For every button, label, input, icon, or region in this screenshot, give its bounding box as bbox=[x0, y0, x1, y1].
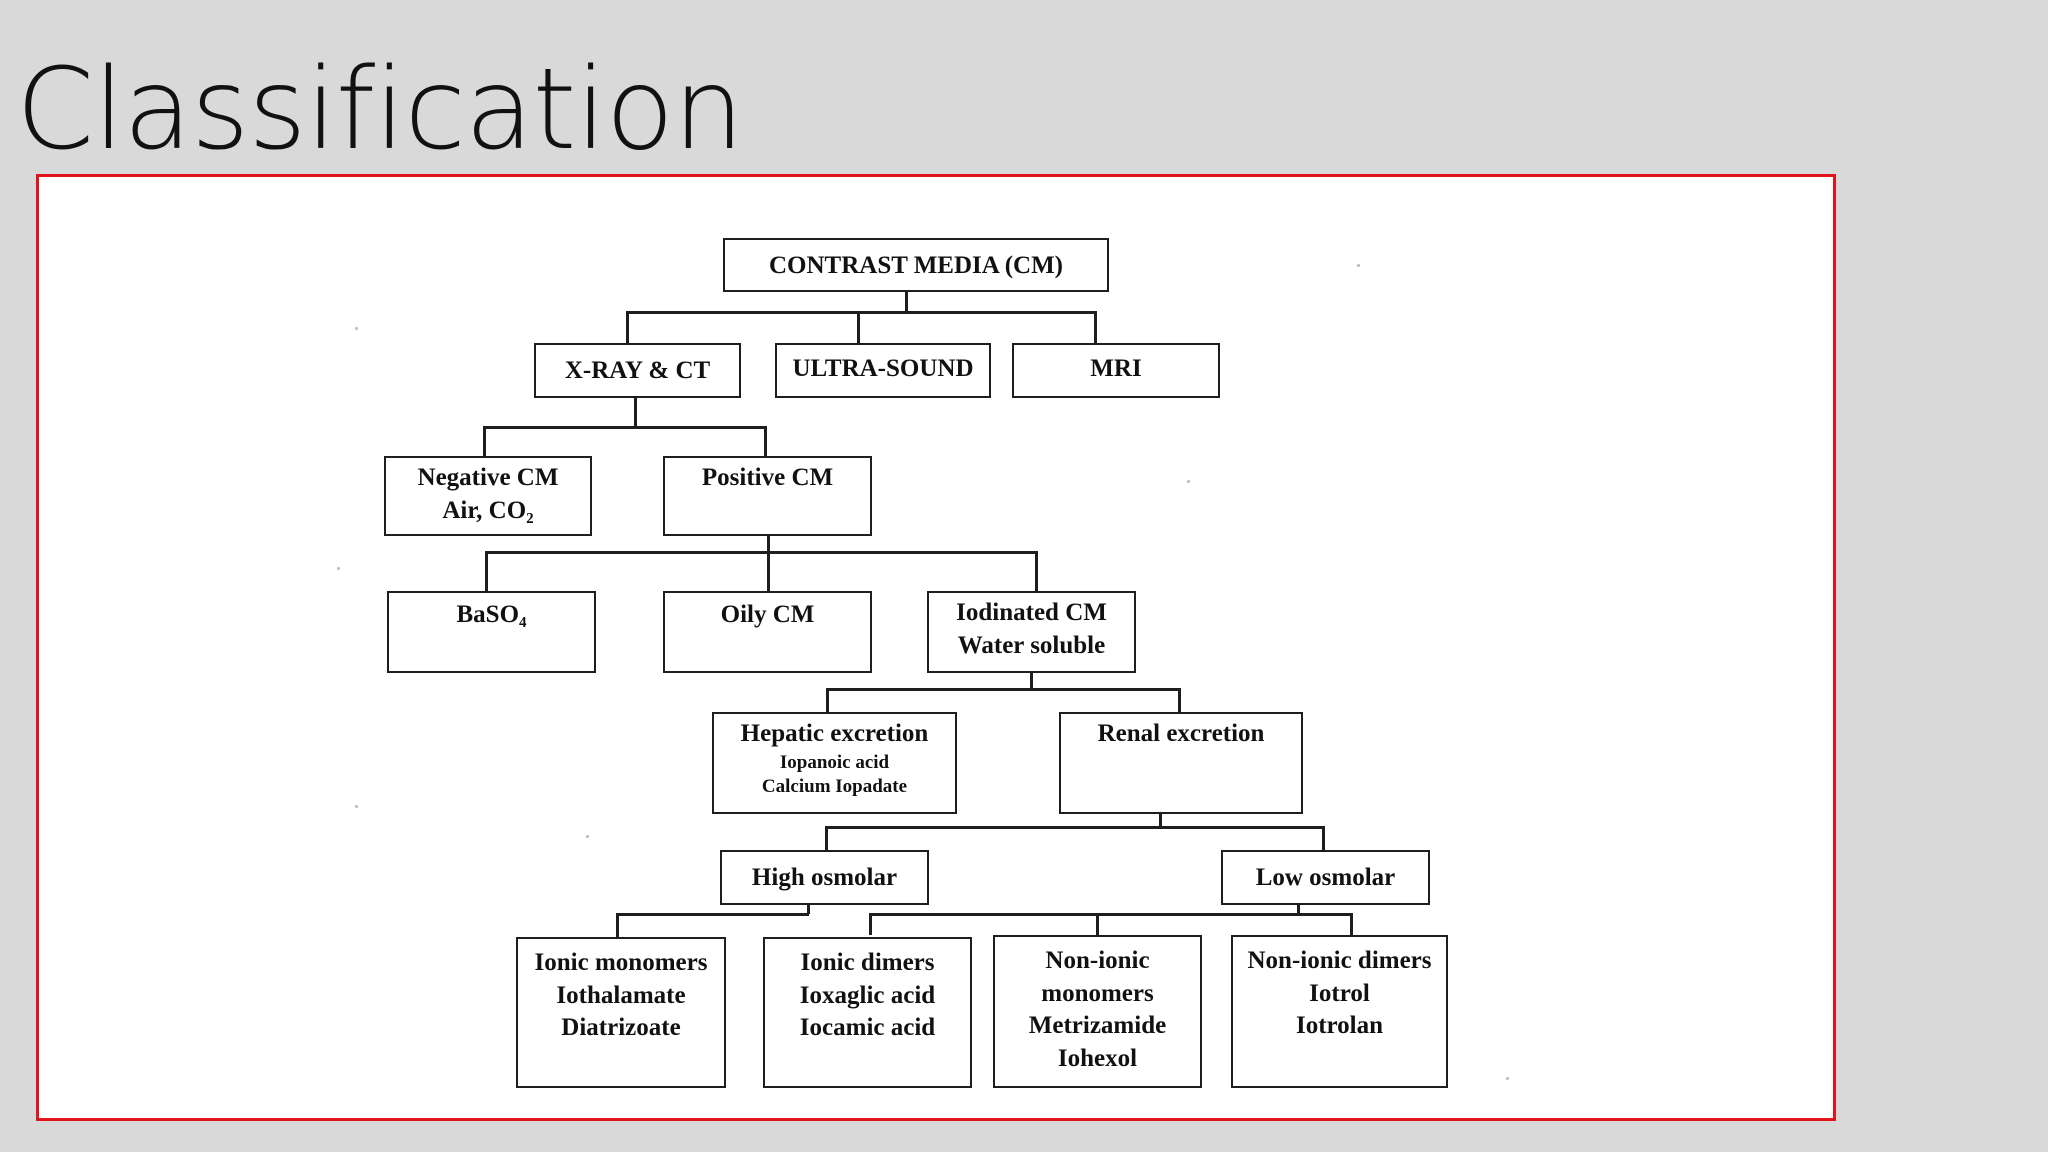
connector bbox=[767, 551, 770, 591]
scan-speck bbox=[337, 567, 340, 570]
node-mri: MRI bbox=[1012, 343, 1220, 398]
node-renal-excretion: Renal excretion bbox=[1059, 712, 1303, 814]
classification-diagram: CONTRAST MEDIA (CM) X-RAY & CT ULTRA-SOU… bbox=[39, 177, 1833, 1118]
slide-title: Classification bbox=[16, 45, 744, 175]
connector bbox=[1030, 673, 1033, 689]
scan-speck bbox=[355, 327, 358, 330]
connector bbox=[869, 913, 1352, 916]
scan-speck bbox=[586, 835, 589, 838]
node-contrast-media: CONTRAST MEDIA (CM) bbox=[723, 238, 1109, 292]
scan-speck bbox=[355, 805, 358, 808]
connector bbox=[826, 688, 1180, 691]
node-negative-cm: Negative CM Air, CO₂ bbox=[384, 456, 592, 536]
node-iodinated-cm: Iodinated CM Water soluble bbox=[927, 591, 1136, 673]
node-low-osmolar: Low osmolar bbox=[1221, 850, 1430, 905]
connector bbox=[485, 551, 1037, 554]
connector bbox=[485, 551, 488, 591]
node-high-osmolar: High osmolar bbox=[720, 850, 929, 905]
scan-speck bbox=[1187, 480, 1190, 483]
connector bbox=[626, 311, 1096, 314]
node-xray-ct: X-RAY & CT bbox=[534, 343, 741, 398]
connector bbox=[1096, 913, 1099, 935]
connector bbox=[825, 826, 828, 850]
connector bbox=[1035, 551, 1038, 591]
connector bbox=[767, 535, 770, 559]
connector bbox=[826, 688, 829, 712]
node-ultrasound: ULTRA-SOUND bbox=[775, 343, 991, 398]
connector bbox=[825, 826, 1324, 829]
connector bbox=[1178, 688, 1181, 712]
connector bbox=[1297, 902, 1300, 914]
node-ionic-monomers: Ionic monomers Iothalamate Diatrizoate bbox=[516, 937, 726, 1088]
node-hepatic-excretion: Hepatic excretion Iopanoic acid Calcium … bbox=[712, 712, 957, 814]
node-oily-cm: Oily CM bbox=[663, 591, 872, 673]
node-ionic-dimers: Ionic dimers Ioxaglic acid Iocamic acid bbox=[763, 937, 972, 1088]
connector bbox=[857, 311, 860, 343]
connector bbox=[483, 426, 766, 429]
node-positive-cm: Positive CM bbox=[663, 456, 872, 536]
connector bbox=[1159, 813, 1162, 827]
connector bbox=[626, 311, 629, 343]
connector bbox=[1350, 913, 1353, 935]
connector bbox=[616, 913, 619, 937]
connector bbox=[634, 397, 637, 427]
scan-speck bbox=[1506, 1077, 1509, 1080]
node-nonionic-dimers: Non-ionic dimers Iotrol Iotrolan bbox=[1231, 935, 1448, 1088]
diagram-frame: CONTRAST MEDIA (CM) X-RAY & CT ULTRA-SOU… bbox=[36, 174, 1836, 1121]
connector bbox=[616, 913, 809, 916]
connector bbox=[1322, 826, 1325, 850]
connector bbox=[483, 426, 486, 456]
connector bbox=[869, 913, 872, 935]
connector bbox=[1094, 311, 1097, 343]
scan-speck bbox=[1357, 264, 1360, 267]
connector bbox=[807, 902, 810, 914]
connector bbox=[764, 426, 767, 456]
node-baso4: BaSO₄ bbox=[387, 591, 596, 673]
node-nonionic-monomers: Non-ionic monomers Metrizamide Iohexol bbox=[993, 935, 1202, 1088]
connector bbox=[905, 290, 908, 312]
